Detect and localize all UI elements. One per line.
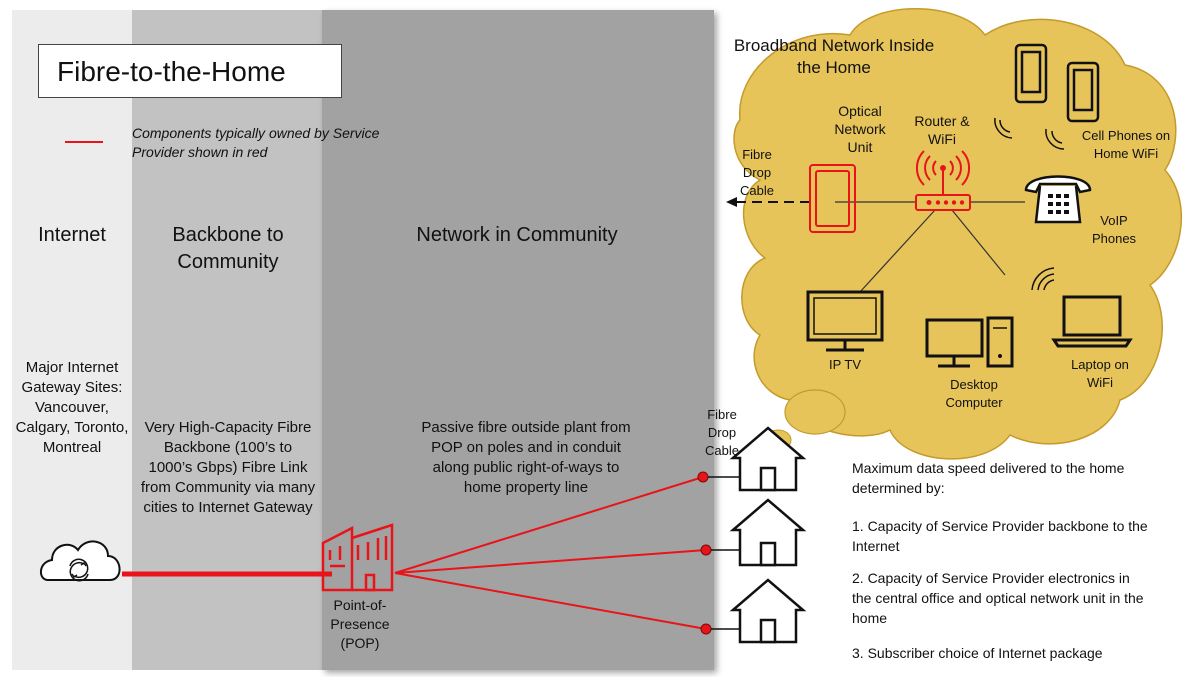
- house-icon-1: [729, 426, 807, 492]
- voip-phone-icon: [1024, 175, 1092, 224]
- onu-icon: [809, 164, 856, 233]
- speed-heading: Maximum data speed delivered to the home…: [852, 460, 1125, 496]
- backbone-panel: [132, 10, 322, 670]
- speed-item-1: 1. Capacity of Service Provider backbone…: [852, 518, 1148, 554]
- house-icon-3: [729, 578, 807, 644]
- fibre-drop-arrow: [726, 197, 810, 207]
- speed-item-2: 2. Capacity of Service Provider electron…: [852, 570, 1144, 626]
- backbone-description: Very High-Capacity Fibre Backbone (100’s…: [140, 419, 316, 516]
- iptv-icon: [806, 290, 884, 352]
- iptv-label: IP TV: [828, 357, 862, 372]
- column-heading-backbone: Backbone to Community: [172, 224, 284, 273]
- voip-label: VoIP Phones: [1091, 213, 1137, 246]
- router-label: Router & WiFi: [914, 113, 970, 147]
- distribution-fibre-lines: [394, 476, 707, 630]
- community-panel: [322, 10, 714, 670]
- desktop-label: Desktop Computer: [945, 377, 1003, 410]
- legend-text: Components typically owned by Service Pr…: [132, 125, 380, 160]
- desktop-icon: [925, 316, 1014, 368]
- column-heading-community: Network in Community: [416, 224, 618, 246]
- column-heading-internet: Internet: [38, 224, 106, 246]
- home-network-title: Broadband Network Inside the Home: [733, 36, 935, 77]
- pop-label: Point-of-Presence (POP): [330, 597, 390, 651]
- fibre-end-nodes: [697, 471, 712, 635]
- cell-phone-icon: [994, 43, 1100, 150]
- fibre-drop-label-bottom: Fibre Drop Cable: [705, 407, 739, 458]
- legend-red-line: [65, 141, 103, 143]
- fibre-drop-label-top: Fibre Drop Cable: [740, 147, 774, 198]
- laptop-icon: [1031, 267, 1133, 348]
- laptop-label: Laptop on WiFi: [1071, 357, 1129, 390]
- cell-phones-label: Cell Phones on Home WiFi: [1081, 128, 1171, 161]
- pop-building-icon: [321, 523, 394, 592]
- drop-cables: [708, 476, 742, 630]
- onu-label: Optical Network Unit: [834, 103, 886, 155]
- house-icon-2: [729, 498, 807, 567]
- router-icon: [915, 150, 971, 211]
- internet-cloud-icon: [40, 540, 121, 582]
- internet-gateway-text: Major Internet Gateway Sites: Vancouver,…: [15, 359, 129, 456]
- speed-item-3: 3. Subscriber choice of Internet package: [852, 645, 1103, 661]
- community-description: Passive fibre outside plant from POP on …: [421, 419, 631, 496]
- page-title: Fibre-to-the-Home: [38, 44, 342, 98]
